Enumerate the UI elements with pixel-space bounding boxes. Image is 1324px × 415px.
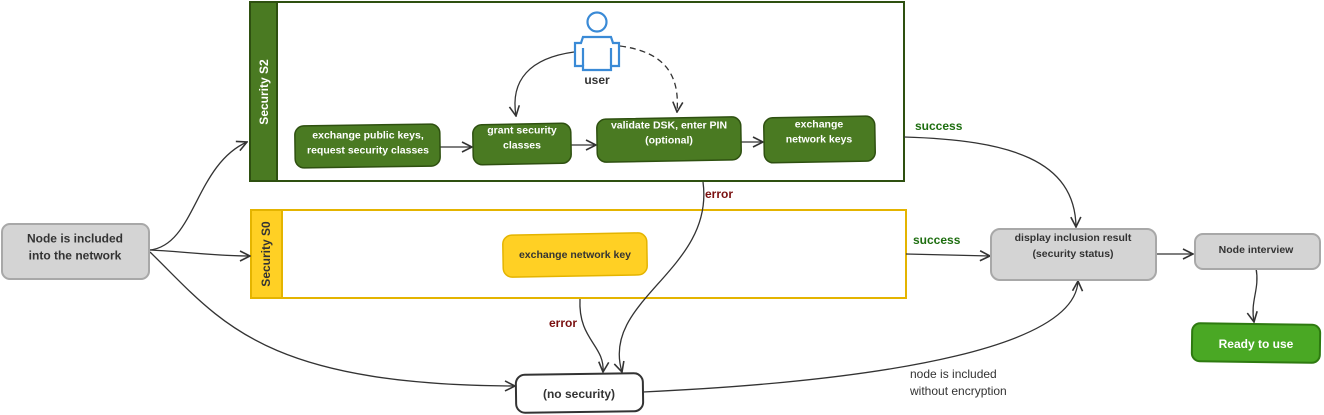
node-no-security: (no security) xyxy=(514,372,645,414)
node-display-result-label: display inclusion result(security status… xyxy=(1015,232,1132,260)
user-icon xyxy=(573,11,621,72)
node-display-inclusion-result: display inclusion result(security status… xyxy=(990,228,1157,281)
node-s2-validate-label: validate DSK, enter PIN(optional) xyxy=(611,120,727,147)
edges xyxy=(149,45,1257,393)
edge-start-to-s0 xyxy=(149,249,250,256)
node-s2-exchange-public-keys-label: exchange public keys,request security cl… xyxy=(307,130,429,157)
edge-interview-to-ready xyxy=(1253,267,1257,322)
edge-user-to-grant xyxy=(515,51,575,116)
node-ready-label: Ready to use xyxy=(1219,337,1294,351)
edge-no-security-to-display xyxy=(642,281,1078,393)
node-s2-exchange-public-keys: exchange public keys,request security cl… xyxy=(294,123,441,169)
node-s0-exchange-network-key: exchange network key xyxy=(502,232,648,278)
security-s0-label: Security S0 xyxy=(259,221,273,287)
edge-label-s0-success: success xyxy=(913,233,961,247)
edge-label-s2-error: error xyxy=(705,187,733,201)
edge-s0-success xyxy=(905,254,990,256)
edge-s2-success xyxy=(903,136,1076,227)
edge-start-to-no-security xyxy=(149,251,515,386)
edge-s0-error xyxy=(579,298,603,372)
node-node-interview: Node interview xyxy=(1194,233,1321,270)
edge-label-s2-success: success xyxy=(915,119,963,133)
edge-label-s0-error: error xyxy=(549,316,577,330)
edge-start-to-s2 xyxy=(149,142,247,251)
security-s2-label: Security S2 xyxy=(257,59,271,125)
node-s0-exchange-label: exchange network key xyxy=(519,249,631,261)
edge-user-to-validate xyxy=(619,45,677,112)
node-node-interview-label: Node interview xyxy=(1219,244,1295,256)
node-no-security-label: (no security) xyxy=(543,387,615,401)
edge-s2-error xyxy=(619,181,705,372)
node-ready-to-use: Ready to use xyxy=(1190,322,1322,364)
user-label: user xyxy=(584,73,610,87)
node-s2-validate-dsk: validate DSK, enter PIN(optional) xyxy=(596,116,742,163)
